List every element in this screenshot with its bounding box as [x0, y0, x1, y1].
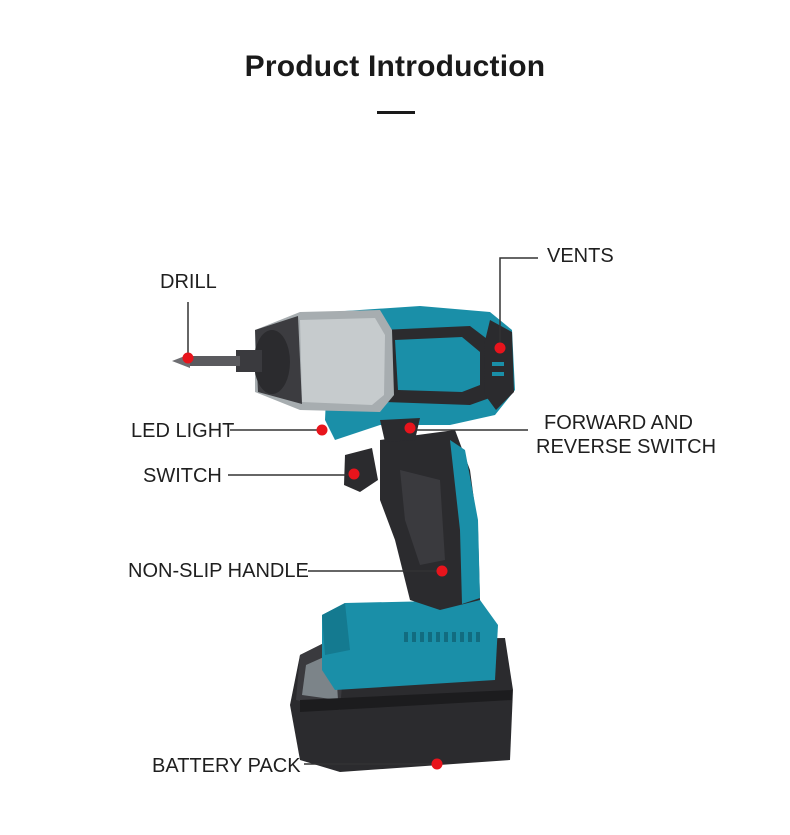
head-graphic: [236, 310, 394, 412]
label-led-light: LED LIGHT: [131, 420, 235, 442]
marker-battery-pack: [431, 758, 443, 770]
page-title: Product Introduction: [244, 50, 546, 83]
marker-led-light: [316, 424, 328, 436]
trigger-graphic: [344, 448, 378, 492]
marker-vents: [494, 342, 506, 354]
label-forward-reverse-line1: FORWARD AND: [544, 412, 693, 434]
marker-non-slip-handle: [436, 565, 448, 577]
marker-forward-reverse-switch: [404, 422, 416, 434]
marker-switch: [348, 468, 360, 480]
label-non-slip-handle: NON-SLIP HANDLE: [128, 560, 309, 582]
marker-dots: [182, 342, 506, 770]
battery-pack-graphic: [290, 600, 513, 772]
handle-graphic: [380, 430, 480, 610]
label-vents: VENTS: [547, 245, 614, 267]
marker-drill: [182, 352, 194, 364]
title-underline: [377, 111, 415, 114]
drill-bit-graphic: [172, 354, 240, 368]
label-forward-reverse-line2: REVERSE SWITCH: [536, 436, 717, 458]
label-battery-pack: BATTERY PACK: [152, 755, 301, 777]
label-drill: DRILL: [160, 271, 217, 293]
label-switch: SWITCH: [143, 465, 222, 487]
leader-lines: [187, 257, 538, 765]
